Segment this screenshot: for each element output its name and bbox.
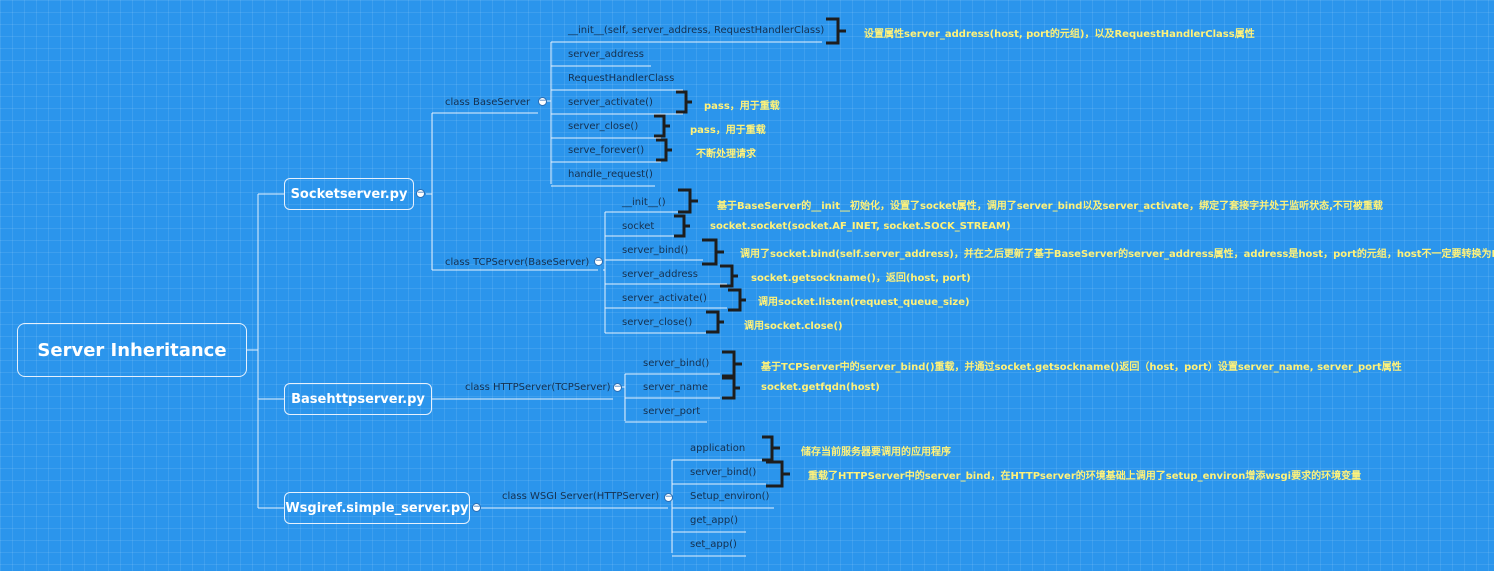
- member-label[interactable]: set_app(): [690, 539, 737, 550]
- member-label[interactable]: get_app(): [690, 515, 739, 526]
- note-text: 调用了socket.bind(self.server_address)，并在之后…: [740, 249, 1494, 260]
- collapse-toggle-icon[interactable]: −: [594, 256, 603, 266]
- collapse-toggle-icon[interactable]: −: [613, 382, 622, 392]
- member-label[interactable]: server_address: [568, 49, 644, 60]
- member-label[interactable]: server_activate(): [568, 97, 653, 108]
- topic-wsgiref-simple-server[interactable]: Wsgiref.simple_server.py: [284, 492, 470, 524]
- note-text: 储存当前服务器要调用的应用程序: [801, 447, 951, 458]
- member-label[interactable]: serve_forever(): [568, 145, 645, 156]
- member-label[interactable]: server_activate(): [622, 293, 707, 304]
- member-label[interactable]: server_bind(): [690, 467, 757, 478]
- member-label[interactable]: handle_request(): [568, 169, 653, 180]
- class-wsgiserver-label[interactable]: class WSGI Server(HTTPServer): [502, 491, 660, 502]
- class-tcpserver-label[interactable]: class TCPServer(BaseServer): [445, 257, 590, 268]
- collapse-toggle-icon[interactable]: −: [472, 502, 481, 512]
- note-text: 基于BaseServer的__init__初始化，设置了socket属性，调用了…: [717, 201, 1383, 212]
- member-label[interactable]: __init__(): [622, 197, 666, 208]
- member-label[interactable]: server_port: [643, 406, 701, 417]
- root-topic[interactable]: Server Inheritance: [17, 323, 247, 377]
- collapse-toggle-icon[interactable]: −: [416, 188, 425, 198]
- member-label[interactable]: socket: [622, 221, 655, 232]
- collapse-toggle-icon[interactable]: −: [538, 96, 547, 106]
- class-basesrver-label[interactable]: class BaseServer: [445, 97, 531, 108]
- note-text: socket.getsockname()，返回(host, port): [751, 273, 971, 284]
- note-text: socket.getfqdn(host): [761, 382, 880, 393]
- member-label[interactable]: server_close(): [622, 317, 693, 328]
- collapse-toggle-icon[interactable]: −: [664, 492, 673, 502]
- member-label[interactable]: server_name: [643, 382, 709, 393]
- member-label[interactable]: server_close(): [568, 121, 639, 132]
- note-text: pass，用于重载: [690, 125, 766, 136]
- class-httpserver-label[interactable]: class HTTPServer(TCPServer): [465, 382, 611, 393]
- note-text: 设置属性server_address(host, port的元组)，以及Requ…: [864, 29, 1255, 40]
- member-label[interactable]: Setup_environ(): [690, 491, 770, 502]
- note-text: pass，用于重载: [704, 101, 780, 112]
- topic-socketserver[interactable]: Socketserver.py: [284, 178, 414, 210]
- member-label[interactable]: application: [690, 443, 746, 454]
- note-text: socket.socket(socket.AF_INET, socket.SOC…: [710, 221, 1011, 232]
- member-label[interactable]: server_bind(): [622, 245, 689, 256]
- note-text: 不断处理请求: [696, 149, 756, 160]
- member-label[interactable]: server_bind(): [643, 358, 710, 369]
- topic-basehttpserver[interactable]: Basehttpserver.py: [284, 383, 432, 415]
- member-label[interactable]: server_address: [622, 269, 698, 280]
- note-text: 调用socket.listen(request_queue_size): [758, 297, 970, 308]
- note-text: 重载了HTTPServer中的server_bind，在HTTPserver的环…: [808, 471, 1362, 482]
- member-label[interactable]: RequestHandlerClass: [568, 73, 675, 84]
- note-text: 调用socket.close(): [744, 321, 843, 332]
- note-text: 基于TCPServer中的server_bind()重载，并通过socket.g…: [761, 362, 1402, 373]
- member-label[interactable]: __init__(self, server_address, RequestHa…: [568, 25, 825, 36]
